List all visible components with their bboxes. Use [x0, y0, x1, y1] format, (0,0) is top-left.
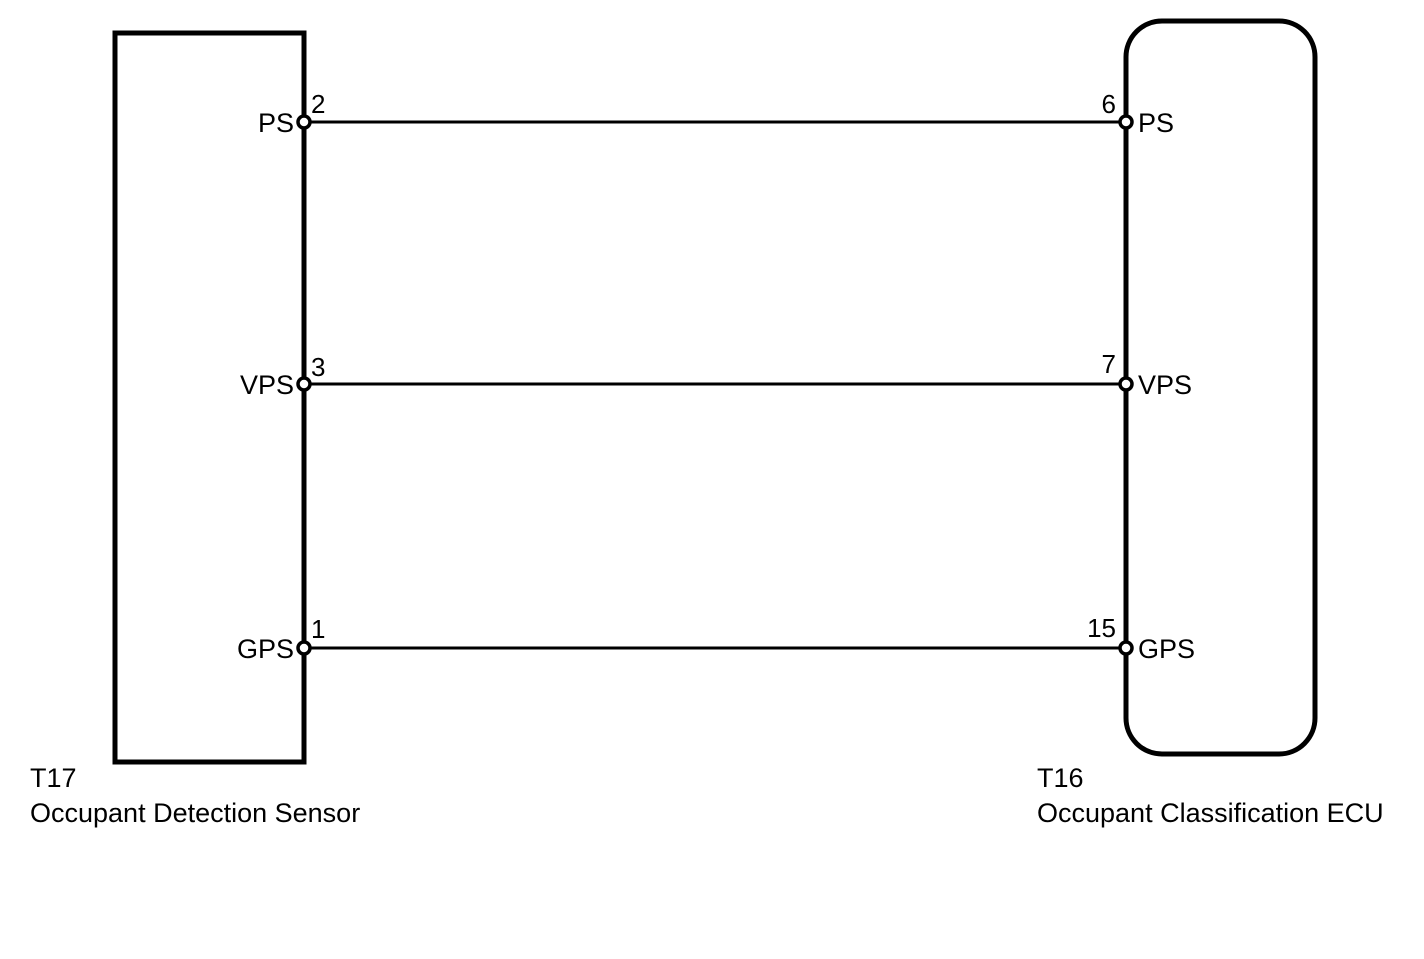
right-pin-number-vps: 7	[1102, 349, 1116, 379]
right-pin-terminal-gps	[1118, 640, 1134, 656]
right-pin-number-gps: 15	[1087, 613, 1116, 643]
right-pin-label-vps: VPS	[1138, 370, 1192, 400]
left-pin-terminal-vps	[296, 376, 312, 392]
left-pin-number-gps: 1	[311, 614, 325, 644]
right-pin-label-ps: PS	[1138, 108, 1174, 138]
left-pin-terminal-ps	[296, 114, 312, 130]
right-component-connector-id: T16	[1037, 763, 1084, 793]
left-component-name: Occupant Detection Sensor	[30, 798, 360, 828]
right-pin-number-ps: 6	[1102, 89, 1116, 119]
left-pin-number-vps: 3	[311, 352, 325, 382]
pin-terminal-group	[296, 114, 1134, 656]
left-pin-number-ps: 2	[311, 89, 325, 119]
left-pin-label-ps: PS	[258, 108, 294, 138]
right-pin-label-gps: GPS	[1138, 634, 1195, 664]
right-pin-terminal-vps	[1118, 376, 1134, 392]
left-pin-label-vps: VPS	[240, 370, 294, 400]
component-captions: T17 Occupant Detection Sensor T16 Occupa…	[30, 763, 1384, 828]
left-pin-terminal-gps	[296, 640, 312, 656]
right-pin-terminal-ps	[1118, 114, 1134, 130]
left-component-connector-id: T17	[30, 763, 77, 793]
right-component-pin-labels: PS 6 VPS 7 GPS 15	[1087, 89, 1195, 664]
right-component-name: Occupant Classification ECU	[1037, 798, 1384, 828]
left-component-pin-labels: PS 2 VPS 3 GPS 1	[237, 89, 326, 664]
left-component-box	[112, 30, 307, 765]
wire-group	[304, 120, 1126, 650]
left-pin-label-gps: GPS	[237, 634, 294, 664]
